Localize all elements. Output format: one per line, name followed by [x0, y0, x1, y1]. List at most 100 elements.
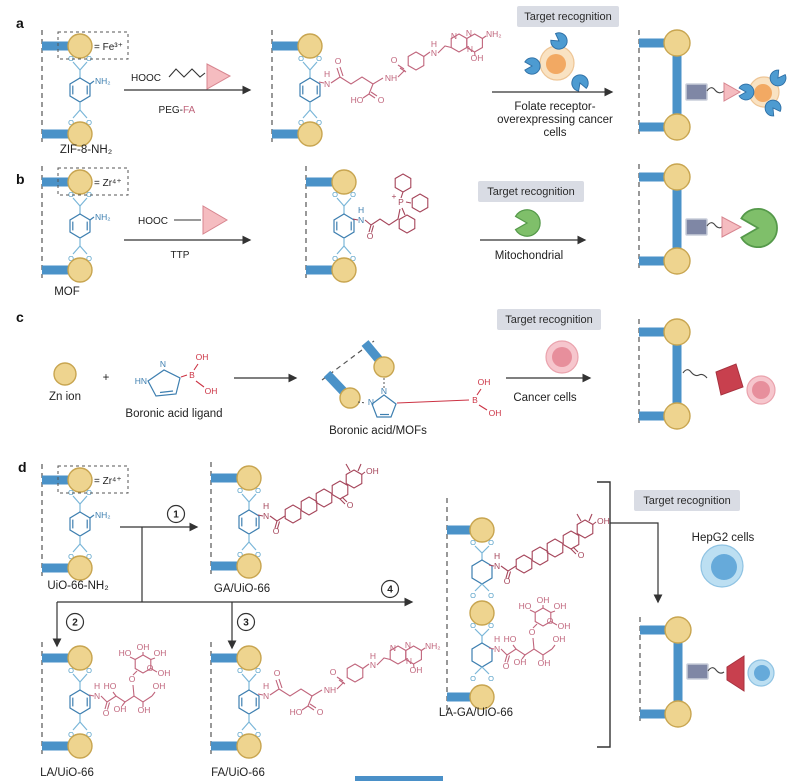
tpp-conjugate — [353, 174, 428, 241]
atom-label: OH — [196, 352, 209, 362]
step-number-4: 4 — [380, 579, 400, 599]
badge-label: Target recognition — [487, 186, 574, 198]
tether-squiggle — [706, 87, 725, 94]
reagent-label: HOOC — [131, 73, 161, 84]
mof-frame-product — [639, 164, 690, 274]
mof-frame-product — [639, 319, 690, 429]
boronic-acid-mof-structure: N N B OH OH — [321, 340, 502, 418]
metal-node — [373, 356, 395, 378]
target-caption: HepG2 cells — [692, 532, 755, 544]
ttp-triangle-icon — [721, 216, 743, 238]
uio66-mof-structure — [42, 464, 92, 580]
mof-name-label: UiO-66-NH₂ — [47, 580, 108, 592]
metal-node — [469, 517, 495, 543]
folate-receptor-icon — [569, 72, 591, 93]
atom-label: OH — [489, 408, 502, 418]
reagent-ttp: HOOC — [138, 205, 228, 235]
atom-label: O — [488, 591, 494, 600]
linker-box-icon — [686, 663, 709, 680]
cell-nucleus — [552, 347, 572, 367]
reagent-peg-fa: HOOC — [131, 63, 232, 90]
mof-name-label: ZIF-8-NH₂ — [60, 144, 112, 156]
panel-b-label: b — [16, 171, 25, 187]
cell-nucleus — [711, 554, 737, 580]
product-name-label: LA-GA/UiO-66 — [439, 707, 513, 719]
recognition-arrow — [610, 522, 663, 604]
atom-label: NH₂ — [95, 212, 111, 222]
cell-nucleus — [546, 54, 566, 74]
step-number-3: 3 — [236, 612, 256, 632]
step-number-1: 1 — [166, 504, 186, 524]
svg-text:2: 2 — [72, 618, 78, 629]
mof-frame-product — [640, 617, 691, 727]
atom-label: O — [488, 621, 494, 630]
ttp-triangle-icon — [202, 205, 228, 235]
probe-linker — [685, 82, 742, 102]
mof-strut — [323, 370, 348, 396]
atom-label: O — [488, 538, 494, 547]
target-caption-line: overexpressing cancer — [497, 114, 613, 126]
atom-label: N — [160, 359, 166, 369]
bound-hepg2-cell — [747, 659, 775, 687]
atom-label: HN — [135, 376, 147, 386]
ga-uio66-mof — [211, 462, 261, 578]
target-recognition-badge — [478, 181, 584, 202]
cell-nucleus — [754, 84, 772, 102]
atom-label: O — [470, 538, 476, 547]
benzene-ring — [471, 559, 493, 585]
tether-squiggle — [707, 667, 725, 674]
mitochondria-icon — [740, 207, 778, 249]
target-caption-line: Folate receptor- — [514, 101, 595, 113]
bound-cancer-cell — [738, 67, 789, 119]
atom-label: N — [368, 397, 374, 407]
figure-footer-mark — [355, 776, 443, 781]
target-caption-line: cells — [543, 127, 566, 139]
fa-triangle-icon — [723, 82, 742, 102]
target-caption: Cancer cells — [513, 392, 577, 404]
ga-conjugate — [258, 464, 379, 536]
fa-conjugate — [258, 640, 441, 717]
cell-nucleus — [754, 665, 770, 681]
metal-node — [469, 684, 495, 710]
ion-label: Zn ion — [49, 391, 81, 403]
targeting-cone-icon — [726, 655, 745, 692]
plus-sign: + — [103, 372, 110, 384]
laga-uio66-mof: O O O O O O O O — [446, 498, 610, 712]
atom-label: O — [470, 621, 476, 630]
atom-label: NH₂ — [95, 76, 111, 86]
mof-name-label: MOF — [54, 286, 80, 298]
la-conjugate — [89, 642, 170, 718]
mitochondria-icon — [514, 209, 541, 237]
panel-c-label: c — [16, 309, 24, 325]
bound-cancer-cell — [746, 375, 776, 405]
atom-label: B — [189, 370, 195, 380]
functionalized-mof-structure — [306, 166, 356, 282]
tether-squiggle — [682, 369, 708, 379]
probe-linker — [685, 216, 743, 238]
benzene-ring — [471, 642, 493, 668]
hepg2-cell — [700, 544, 744, 588]
folate-conjugate — [319, 28, 502, 105]
atom-label: NH₂ — [95, 510, 111, 520]
linker-box-icon — [685, 83, 708, 101]
metal-legend-box — [57, 465, 129, 494]
reagent-name: TTP — [171, 250, 190, 261]
la-uio66-mof — [42, 642, 92, 758]
folate-receptor-cell — [524, 29, 591, 93]
pyrazole-ring — [147, 369, 181, 397]
target-recognition-badge — [634, 490, 740, 511]
metal-legend: = Zr⁴⁺ — [94, 178, 122, 189]
tether-squiggle — [706, 222, 724, 229]
product-name-label: LA/UiO-66 — [40, 767, 94, 779]
reagent-label: HOOC — [138, 216, 168, 227]
panel-b: b NH₂ = Zr⁴⁺ MOF HOOC TTP Target recogni… — [16, 164, 778, 298]
metal-legend: = Fe³⁺ — [94, 42, 123, 53]
pyrazole-ring — [371, 394, 397, 418]
mof-frame-product — [639, 30, 690, 140]
target-recognition-badge — [497, 309, 601, 330]
boronic-binder-icon — [715, 363, 744, 396]
linker-box-icon — [685, 218, 708, 236]
atom-label: O — [470, 591, 476, 600]
target-caption: Mitochondrial — [495, 250, 563, 262]
